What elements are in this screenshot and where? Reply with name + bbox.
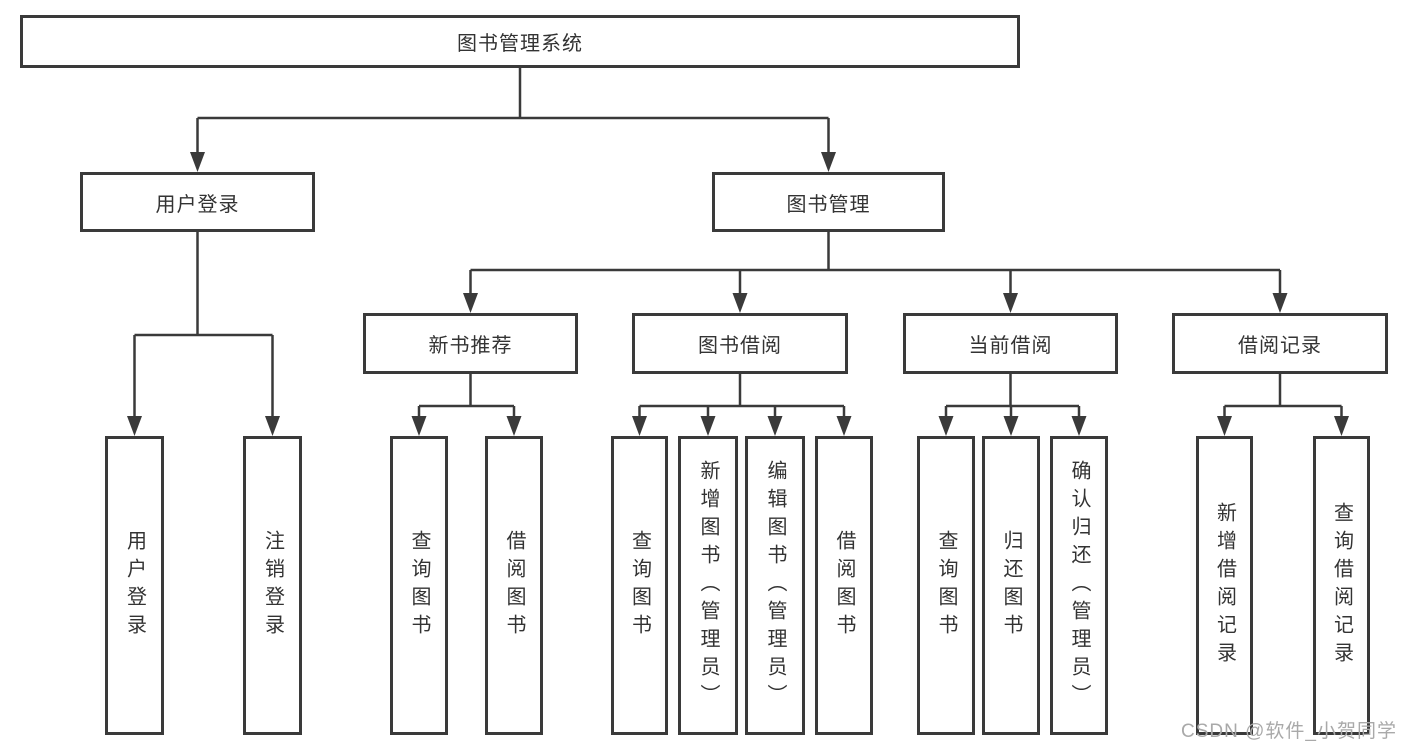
arrowhead-icon — [821, 152, 836, 172]
arrowhead-icon — [1071, 416, 1087, 436]
arrowhead-icon — [190, 152, 205, 172]
arrowhead-icon — [700, 416, 716, 436]
node-borrow-records-label: 借阅记录 — [1238, 335, 1322, 357]
arrowhead-icon — [732, 293, 748, 313]
node-current-borrow-label: 当前借阅 — [968, 335, 1053, 357]
leaf-user-login: 用户登录 — [105, 436, 164, 735]
node-book-management: 图书管理 — [712, 172, 945, 232]
leaf-borrow-books: 借阅图书 — [815, 436, 873, 735]
node-user-login: 用户登录 — [80, 172, 315, 232]
arrowhead-icon — [1217, 416, 1232, 436]
node-new-book-recommend: 新书推荐 — [363, 313, 578, 374]
node-borrow-records: 借阅记录 — [1172, 313, 1388, 374]
node-book-borrow-label: 图书借阅 — [698, 335, 782, 357]
leaf-query-borrow-record: 查询借阅记录 — [1313, 436, 1370, 735]
arrowhead-icon — [1003, 416, 1019, 436]
arrowhead-icon — [1003, 293, 1018, 313]
arrowhead-icon — [127, 416, 142, 436]
leaf-logout: 注销登录 — [243, 436, 302, 735]
arrowhead-icon — [265, 416, 280, 436]
leaf-add-books-admin: 新增图书（管理员） — [678, 436, 738, 735]
node-root-label: 图书管理系统 — [457, 33, 583, 55]
arrowhead-icon — [632, 416, 647, 436]
leaf-add-borrow-record: 新增借阅记录 — [1196, 436, 1253, 735]
leaf-query-books-recommend: 查询图书 — [390, 436, 448, 735]
node-new-book-recommend-label: 新书推荐 — [428, 335, 513, 357]
leaf-return-books: 归还图书 — [982, 436, 1040, 735]
arrowhead-icon — [463, 293, 478, 313]
node-user-login-label: 用户登录 — [155, 193, 240, 216]
leaf-query-books-current: 查询图书 — [917, 436, 975, 735]
arrowhead-icon — [938, 416, 954, 436]
leaf-confirm-return-admin: 确认归还（管理员） — [1050, 436, 1108, 735]
arrowhead-icon — [506, 416, 522, 436]
node-book-borrow: 图书借阅 — [632, 313, 848, 374]
node-book-management-label: 图书管理 — [786, 193, 871, 216]
arrowhead-icon — [1334, 416, 1349, 436]
arrowhead-icon — [1272, 293, 1288, 313]
node-current-borrow: 当前借阅 — [903, 313, 1118, 374]
leaf-edit-books-admin: 编辑图书（管理员） — [745, 436, 805, 735]
arrowhead-icon — [767, 416, 783, 436]
node-root: 图书管理系统 — [20, 15, 1020, 68]
arrowhead-icon — [836, 416, 852, 436]
watermark: CSDN @软件_小贺同学 — [1181, 721, 1397, 742]
leaf-borrow-books-recommend: 借阅图书 — [485, 436, 543, 735]
arrowhead-icon — [411, 416, 427, 436]
leaf-query-books-borrow: 查询图书 — [611, 436, 668, 735]
